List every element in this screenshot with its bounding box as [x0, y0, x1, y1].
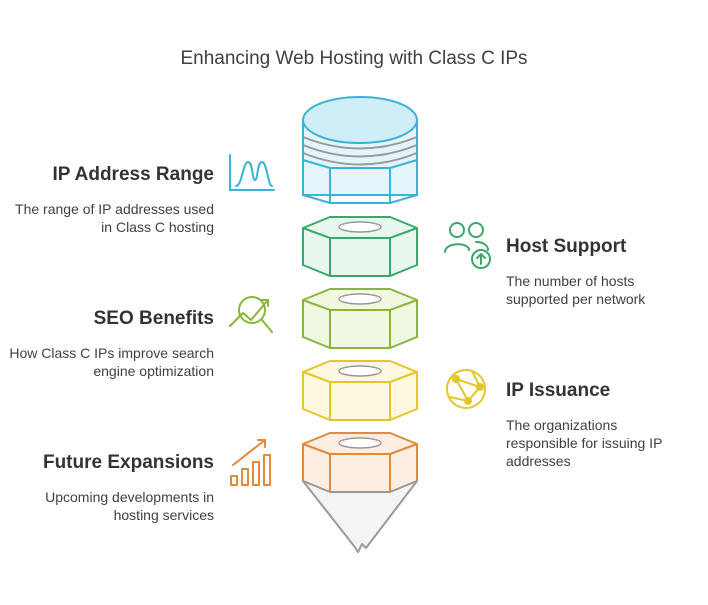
diagram-title: Enhancing Web Hosting with Class C IPs	[180, 48, 528, 69]
search-trend-icon	[229, 296, 273, 333]
future-expansions-description: Upcoming developments in hosting service…	[45, 489, 214, 523]
cone-tip	[302, 480, 418, 553]
ip-issuance-description: The organizations responsible for issuin…	[506, 417, 663, 469]
hex-layer-orange	[302, 432, 418, 493]
hex-layer-green	[302, 216, 418, 277]
hex-layer-yellow	[302, 360, 418, 421]
bell-curve-icon	[229, 154, 275, 191]
users-upload-icon	[444, 222, 491, 269]
ip-address-range-title: IP Address Range	[52, 164, 214, 185]
ip-address-range-description: The range of IP addresses used in Class …	[15, 201, 214, 235]
host-support-title: Host Support	[506, 236, 627, 257]
hex-layer-lime	[302, 288, 418, 349]
future-expansions-title: Future Expansions	[42, 452, 214, 473]
cylinder-layer	[302, 96, 418, 204]
seo-benefits-description: How Class C IPs improve search engine op…	[9, 345, 214, 379]
host-support-description: The number of hosts supported per networ…	[506, 273, 646, 307]
growth-chart-icon	[230, 439, 271, 486]
seo-benefits-title: SEO Benefits	[93, 308, 214, 329]
network-globe-icon	[446, 369, 486, 409]
ip-issuance-title: IP Issuance	[506, 380, 611, 401]
